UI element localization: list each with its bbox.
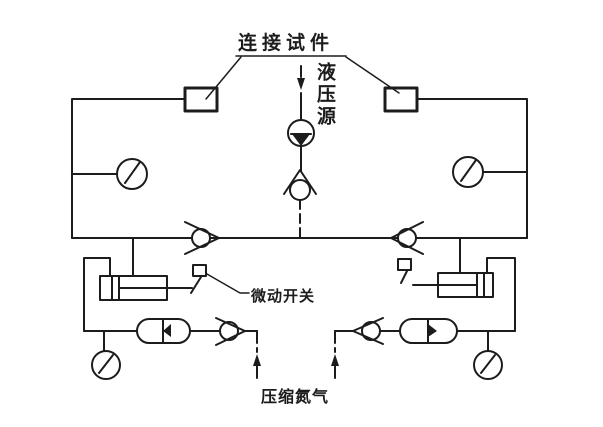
pressure-gauge-lower-left: [91, 330, 121, 380]
accumulator-right: [399, 318, 458, 344]
outer-loop-left: [71, 98, 186, 239]
pressure-gauge-upper-right: [452, 156, 528, 188]
hydraulic-cylinder-left: [99, 275, 193, 301]
outer-loop-right: [416, 98, 528, 239]
pressure-gauge-lower-right: [473, 330, 503, 380]
test-piece-connector-left: [183, 86, 219, 113]
cap-line-left: [83, 257, 111, 332]
test-piece-connector-right: [383, 86, 419, 113]
cap-line-right: [486, 257, 516, 332]
hydraulic-cylinder-right: [412, 272, 494, 298]
micro-switch-label: 微动开关: [251, 288, 316, 305]
check-valve-main-right: [390, 221, 424, 255]
compressed-nitrogen-label: 压缩氮气: [261, 389, 330, 406]
check-valve-bottom-left: [215, 317, 258, 346]
title-leader-lines: [205, 55, 400, 100]
micro-switch-left: [190, 264, 207, 294]
hydraulic-source-arrow: [297, 65, 305, 121]
accumulator-left: [136, 318, 191, 344]
nitrogen-inlet-left: [253, 330, 261, 379]
check-valve-bottom-right: [334, 317, 384, 345]
check-valve-main-left: [184, 221, 220, 255]
micro-switch-leader: [206, 273, 250, 294]
micro-switch-right: [397, 258, 412, 284]
hydraulic-pump: [287, 119, 315, 172]
relief-check-valve: [283, 169, 317, 239]
nitrogen-inlet-right: [331, 330, 339, 379]
hydraulic-source-label: 液压源: [314, 62, 335, 128]
pressure-gauge-upper-left: [71, 158, 148, 190]
connect-test-piece-label: 连接试件: [238, 33, 335, 54]
